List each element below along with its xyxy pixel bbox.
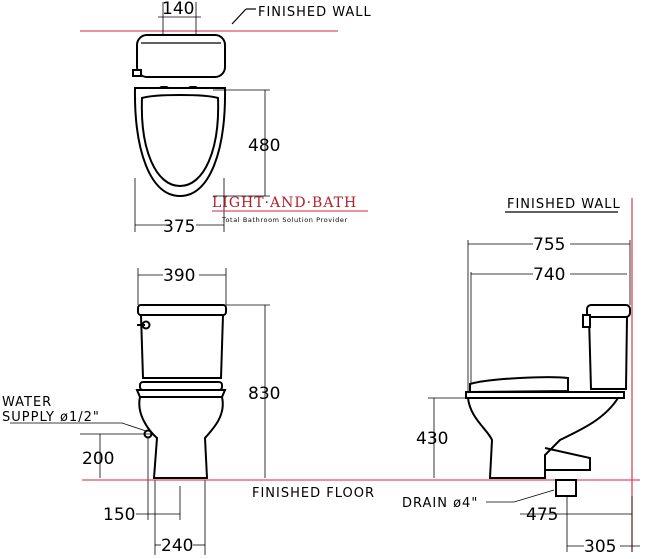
finished-floor-label: FINISHED FLOOR <box>252 486 375 501</box>
seat-side <box>469 376 569 394</box>
seat-top-view <box>140 94 220 188</box>
bowl-front <box>138 396 224 479</box>
tank-front <box>139 314 225 379</box>
tank-side <box>587 316 629 390</box>
flush-lever-top <box>132 69 142 77</box>
flush-lever-side <box>582 314 591 328</box>
water-supply-label-2: SUPPLY ø1/2" <box>2 410 100 425</box>
brand-tagline: Total Bathroom Solution Provider <box>221 216 348 224</box>
tank-lid-front <box>137 304 227 316</box>
dim-240: 240 <box>161 536 193 556</box>
dim-430: 430 <box>416 429 448 449</box>
drain-label: DRAIN ø4" <box>402 496 478 511</box>
dim-830: 830 <box>248 384 280 404</box>
tank-lid-side <box>586 304 631 318</box>
bowl-side <box>466 397 620 479</box>
tank-top-view <box>136 34 226 78</box>
dim-740: 740 <box>533 265 565 285</box>
dim-755: 755 <box>533 235 565 255</box>
side-view: FINISHED WALL 755 740 DRAIN ø4" 430 <box>402 197 640 557</box>
dim-305: 305 <box>584 537 616 557</box>
water-supply-label-1: WATER <box>2 395 52 410</box>
drain-pipe <box>555 479 577 497</box>
seat-front <box>139 381 223 391</box>
dim-375: 375 <box>163 217 195 237</box>
dim-480: 480 <box>248 136 280 156</box>
finished-wall-label-top: FINISHED WALL <box>258 5 372 20</box>
bowl-top-view <box>133 87 227 198</box>
finished-wall-leader-top <box>231 8 247 25</box>
dim-390: 390 <box>163 266 195 286</box>
dim-150: 150 <box>103 505 135 525</box>
finished-wall-label-right: FINISHED WALL <box>507 197 621 212</box>
dim-140: 140 <box>162 0 194 19</box>
front-view: 390 WATER SUPPLY ø1/2" 200 830 150 24 <box>2 266 280 556</box>
dim-200: 200 <box>82 449 114 469</box>
brand-logo: LIGHT·AND·BATH <box>212 195 357 211</box>
top-view: FINISHED WALL 140 480 375 LIGHT·AND·BATH… <box>80 0 372 237</box>
dim-475: 475 <box>526 505 558 525</box>
